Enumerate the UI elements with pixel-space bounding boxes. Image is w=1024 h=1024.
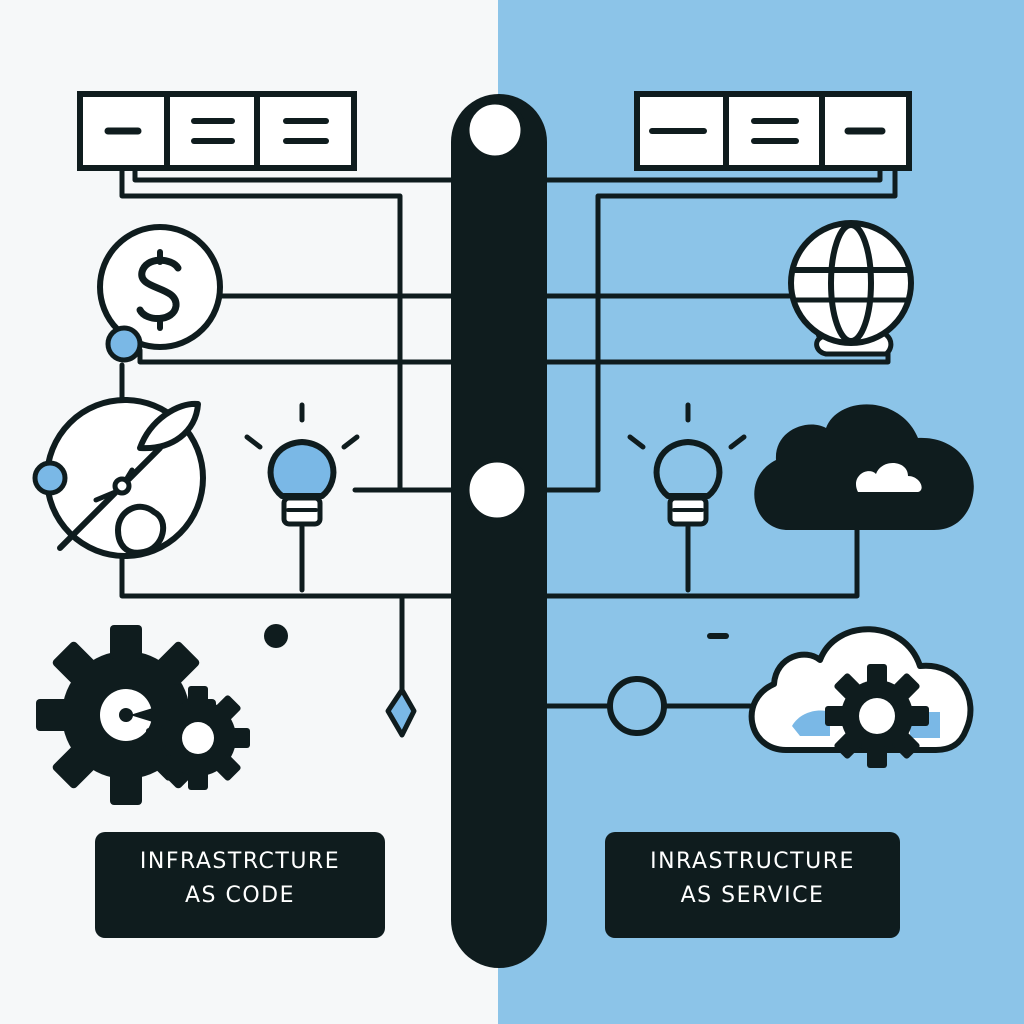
right-three-segment-bar-icon (634, 91, 912, 171)
node-circle-icon (607, 676, 667, 736)
left-caption-line1: INFRASTRCTURE (139, 849, 341, 874)
cloud-gear-icon (748, 626, 974, 768)
right-caption-line1: INRASTRUCTURE (650, 849, 855, 874)
dollar-coin-icon (97, 224, 223, 363)
left-lightbulb-icon (244, 402, 360, 527)
cloud-icon (754, 404, 974, 548)
right-caption-line2: AS SERVICE (680, 883, 825, 908)
left-three-segment-bar-icon (77, 91, 357, 171)
middle-node-circle (464, 457, 530, 523)
plant-globe-icon (32, 397, 206, 559)
top-node-circle (464, 99, 526, 161)
gears-icon (36, 625, 250, 805)
right-lightbulb-icon (627, 402, 747, 527)
globe-icon (788, 220, 914, 357)
right-caption-box: INRASTRUCTURE AS SERVICE (605, 832, 900, 938)
left-caption-box: INFRASTRCTURE AS CODE (95, 832, 385, 938)
vertical-pillar (451, 94, 547, 968)
left-dot-icon (264, 624, 288, 648)
left-connectors (119, 167, 463, 693)
diamond-icon (385, 687, 417, 738)
left-caption-line2: AS CODE (184, 883, 296, 908)
